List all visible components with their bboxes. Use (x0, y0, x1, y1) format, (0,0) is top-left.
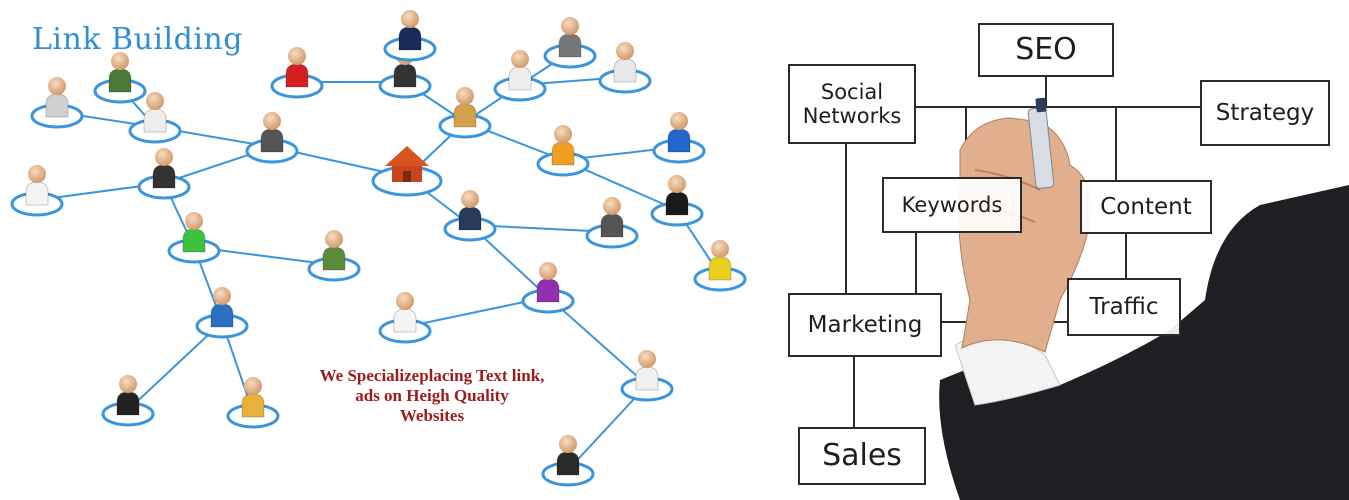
strategy-box: Strategy (1200, 80, 1330, 146)
link-network-diagram (10, 10, 747, 487)
tagline-line: Websites (399, 406, 465, 425)
marketing-box: Marketing (788, 293, 942, 357)
person-icon (101, 375, 155, 427)
person-icon (585, 197, 639, 249)
person-icon (443, 190, 497, 242)
person-icon (521, 262, 575, 314)
person-icon (137, 148, 191, 200)
person-icon (383, 10, 437, 62)
traffic-box: Traffic (1067, 278, 1181, 336)
person-icon (543, 17, 597, 69)
sales-box: Sales (798, 427, 926, 485)
person-icon (93, 52, 147, 104)
person-icon (598, 42, 652, 94)
businessman-hand-with-marker-icon (939, 97, 1349, 500)
tagline-line: ads on Heigh Quality (355, 386, 509, 405)
tagline: We Specializeplacing Text link, ads on H… (262, 366, 602, 426)
person-icon (245, 112, 299, 164)
content-box: Content (1080, 180, 1212, 234)
person-icon (10, 165, 64, 217)
network-link-line (547, 296, 648, 386)
person-icon (307, 230, 361, 282)
tagline-line: We Specializeplacing Text link, (319, 366, 545, 385)
person-icon (226, 377, 280, 429)
person-icon (270, 47, 324, 99)
seo-diagram-illustration (845, 77, 1349, 500)
person-icon (652, 112, 706, 164)
person-icon (536, 125, 590, 177)
person-icon (650, 175, 704, 227)
keywords-box: Keywords (882, 177, 1022, 233)
person-icon (693, 240, 747, 292)
social-networks-box: Social Networks (788, 64, 916, 144)
seo-box: SEO (978, 23, 1114, 77)
person-icon (438, 87, 492, 139)
person-icon (30, 77, 84, 129)
person-icon (128, 92, 182, 144)
person-icon (541, 435, 595, 487)
network-link-line (127, 321, 223, 411)
person-icon (195, 287, 249, 339)
person-icon (493, 50, 547, 102)
person-icon (378, 292, 432, 344)
link-building-title: Link Building (32, 22, 243, 57)
person-icon (167, 212, 221, 264)
person-icon (620, 350, 674, 402)
house-icon (371, 146, 443, 197)
